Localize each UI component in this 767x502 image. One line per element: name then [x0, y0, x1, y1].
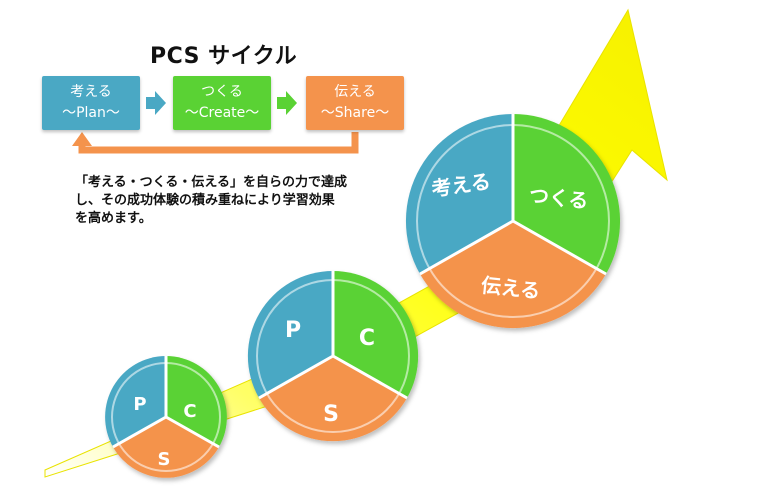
cycle-label-s: S [323, 402, 339, 427]
diagram-title: PCS サイクル [150, 44, 298, 69]
cycle-segment-plan [405, 113, 513, 274]
next-arrow-icon [146, 91, 166, 115]
next-arrow-icon [277, 91, 297, 115]
cycle-segment-create [333, 270, 419, 398]
cycle-label-c: C [359, 326, 375, 351]
cycle-label-p: P [285, 318, 301, 343]
cycle-segment-plan [247, 270, 333, 398]
step-create-label: つくる [201, 84, 243, 100]
return-arrow [78, 132, 359, 154]
description-text: 「考える・つくる・伝える」を自らの力で達成 し、その成功体験の積み重ねにより学習… [75, 174, 375, 228]
cycle-small: P C S [105, 356, 227, 478]
cycle-label-p: P [133, 394, 146, 415]
description-line: 「考える・つくる・伝える」を自らの力で達成 [75, 175, 347, 190]
step-plan-label: 考える [70, 84, 112, 100]
cycle-segment-create [513, 113, 621, 274]
cycle-label-s: S [158, 449, 171, 470]
description-line: を高めます。 [75, 211, 152, 226]
description-line: し、その成功体験の積み重ねにより学習効果 [75, 193, 335, 208]
cycle-large: 考える つくる 伝える [405, 113, 621, 329]
step-plan-sublabel: 〜Plan〜 [62, 105, 120, 121]
cycle-label-c: C [183, 401, 196, 422]
step-share: 伝える 〜Share〜 [306, 76, 404, 130]
cycle-medium: P C S [247, 270, 419, 442]
step-plan: 考える 〜Plan〜 [42, 76, 140, 130]
return-arrow-head [72, 132, 92, 146]
step-create: つくる 〜Create〜 [173, 76, 271, 130]
step-create-sublabel: 〜Create〜 [184, 105, 260, 121]
step-share-label: 伝える [334, 84, 376, 100]
step-share-sublabel: 〜Share〜 [320, 105, 390, 121]
